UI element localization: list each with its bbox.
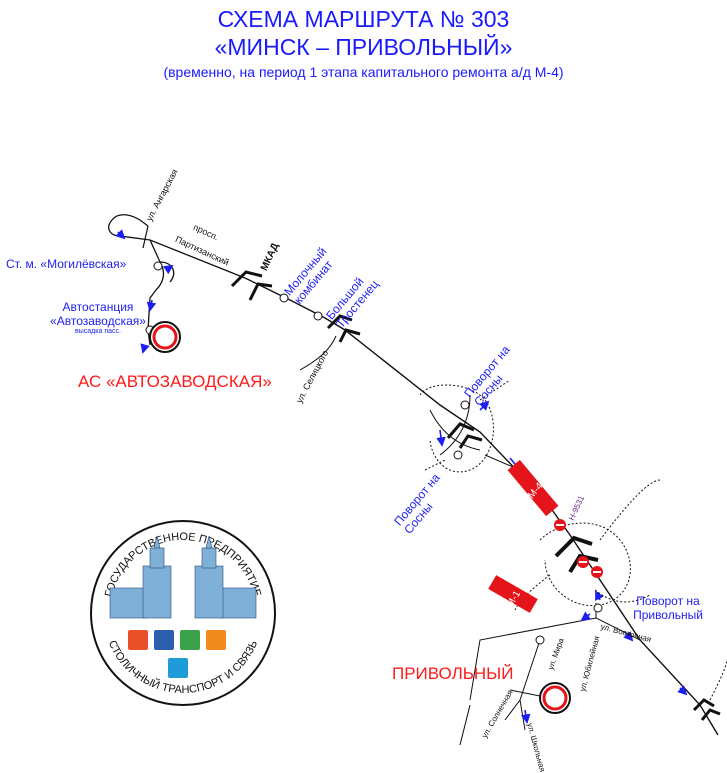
label-bus-station-line2: «Автозаводская» (50, 314, 146, 328)
bus-stop-icon (145, 261, 603, 645)
logo-tiles (128, 630, 226, 678)
ul-angarskaya-road (142, 225, 149, 249)
interchange-icon (446, 422, 483, 449)
logo-buildings (109, 535, 257, 619)
label-st-mogilevskaya: Ст. м. «Могилёвская» (6, 257, 127, 271)
direction-arrow-icon (436, 400, 490, 447)
company-logo: ГОСУДАРСТВЕННОЕ ПРЕДПРИЯТИЕ СТОЛИЧНЫЙ ТР… (90, 520, 276, 706)
label-turn-privolny-line2: Привольный (633, 608, 703, 622)
m1-badge (488, 575, 538, 613)
interchange-icon (692, 698, 721, 721)
m4-badge (507, 459, 559, 517)
terminal-icon (149, 321, 571, 714)
map-title-line1: СХЕМА МАРШРУТА № 303 (217, 6, 510, 32)
trostenets-interchange-icon (326, 314, 361, 343)
m1-m4-interchange (514, 479, 661, 611)
interchange-icon (554, 535, 599, 574)
label-turn-privolny: Поворот на Привольный (618, 594, 718, 622)
ul-selitskogo-road (299, 335, 337, 371)
direction-arrow-icon (521, 611, 592, 724)
label-bus-station: Автостанция «Автозаводская» высадка пасс… (48, 300, 148, 335)
label-turn-privolny-line1: Поворот на (636, 594, 700, 608)
label-as-avtozavodskaya: АС «АВТОЗАВОДСКАЯ» (78, 372, 272, 391)
map-subtitle: (временно, на период 1 этапа капитальног… (163, 64, 564, 80)
label-bus-station-line1: Автостанция (62, 300, 134, 314)
no-entry-icon (554, 519, 603, 578)
label-privolny: ПРИВОЛЬНЫЙ (392, 664, 514, 683)
label-bus-station-note: высадка пасс. (75, 328, 121, 335)
map-title-line2: «МИНСК – ПРИВОЛЬНЫЙ» (214, 34, 513, 60)
direction-arrow-icon (115, 229, 174, 354)
mkad-interchange-icon (230, 270, 273, 301)
